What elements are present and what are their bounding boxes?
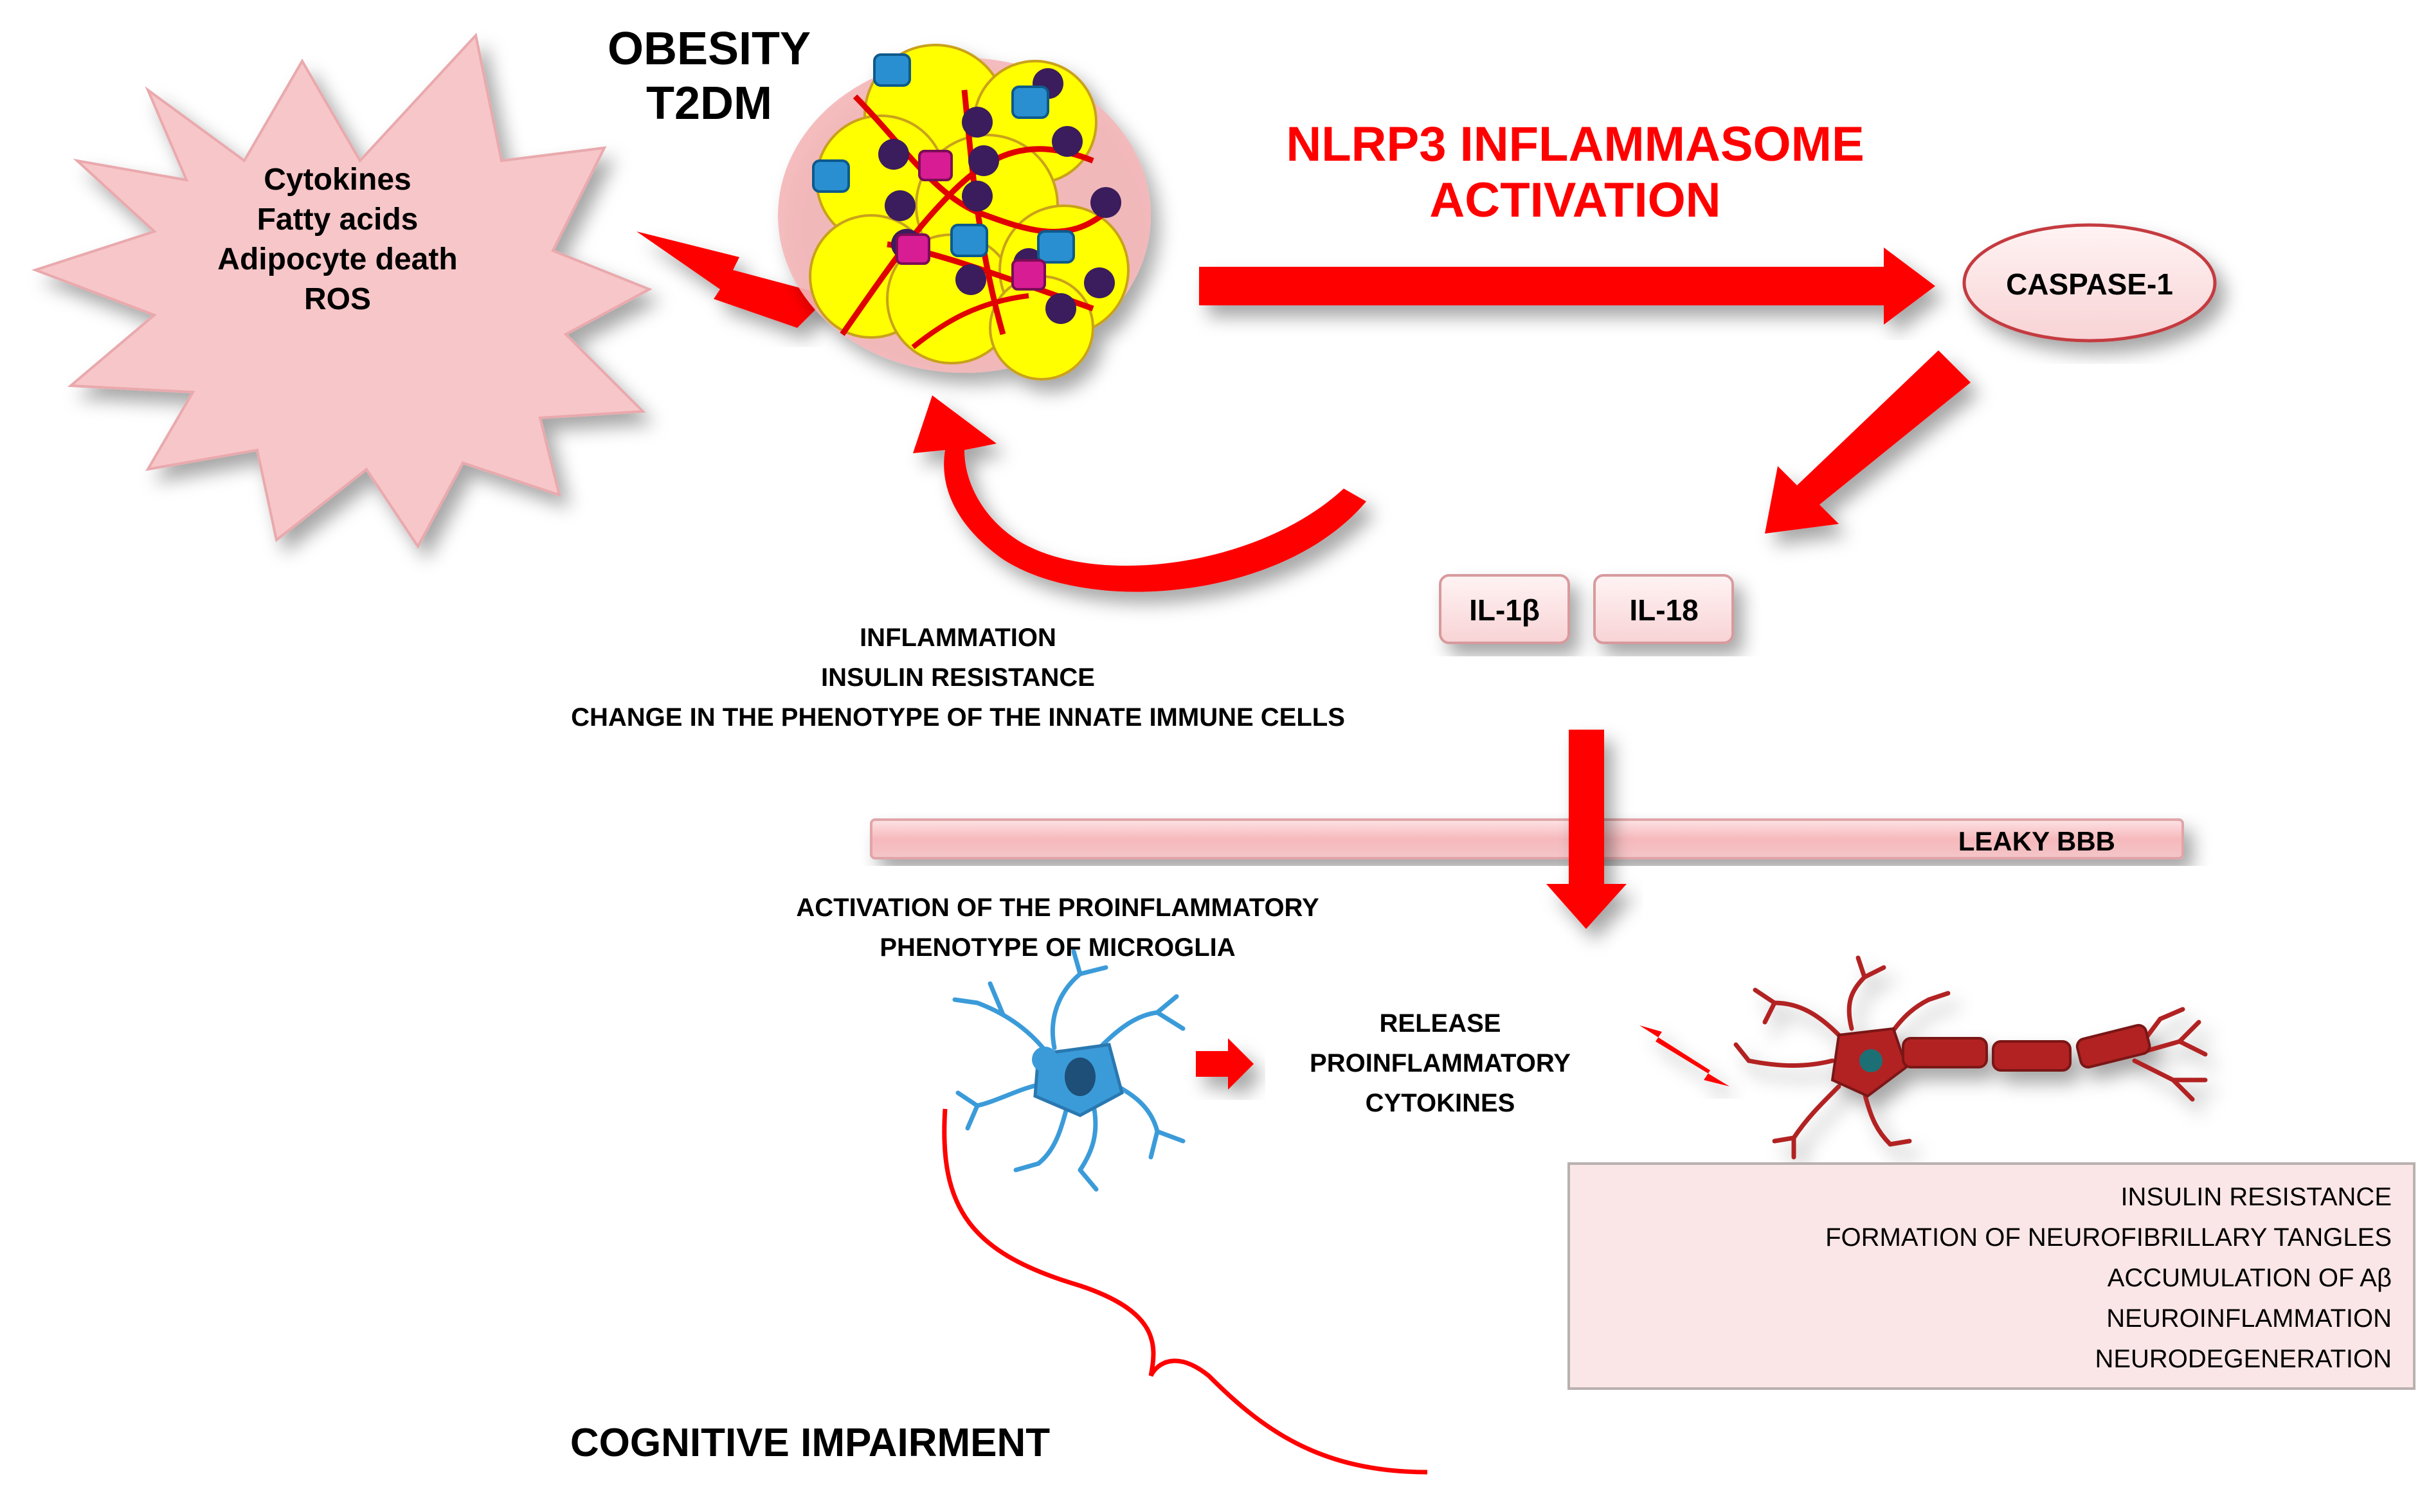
- interleukins: IL-1β IL-18: [1439, 574, 1734, 644]
- microglia-body: [1032, 1043, 1124, 1117]
- burst-item-2: Fatty acids: [257, 203, 419, 237]
- il-18-label: IL-18: [1629, 593, 1698, 627]
- adipose-tissue-cluster: [778, 44, 1151, 381]
- microglia-to-release-arrow: [1196, 1038, 1254, 1090]
- cytokine-entry-arrow: [1546, 730, 1627, 929]
- t2dm-label: T2DM: [646, 78, 772, 129]
- effect-item-1: INSULIN RESISTANCE: [2120, 1183, 2392, 1211]
- feedback-item-3: CHANGE IN THE PHENOTYPE OF THE INNATE IM…: [571, 703, 1345, 732]
- lightning-bolt-icon: [637, 231, 829, 328]
- microglia-activation-line2: PHENOTYPE OF MICROGLIA: [880, 933, 1235, 962]
- caspase-1-node: CASPASE-1: [1962, 223, 2217, 343]
- mediators-burst: Cytokines Fatty acids Adipocyte death RO…: [31, 32, 653, 549]
- caspase-1-label: CASPASE-1: [2006, 267, 2173, 301]
- neuron-lightning-icon: [1639, 1025, 1729, 1086]
- leaky-bbb-label: LEAKY BBB: [1958, 826, 2115, 856]
- release-item-2: PROINFLAMMATORY: [1310, 1049, 1571, 1077]
- release-item-1: RELEASE: [1380, 1009, 1501, 1038]
- nlrp3-title-line1: NLRP3 INFLAMMASOME: [1286, 117, 1864, 172]
- burst-item-1: Cytokines: [264, 163, 411, 197]
- nlrp3-title-line2: ACTIVATION: [1429, 173, 1720, 228]
- activation-arrow: [1199, 248, 1935, 325]
- microglia-activation-line1: ACTIVATION OF THE PROINFLAMMATORY: [796, 894, 1319, 922]
- il-1beta-label: IL-1β: [1469, 593, 1540, 627]
- neuro-effects-panel: INSULIN RESISTANCE FORMATION OF NEUROFIB…: [1567, 1162, 2415, 1390]
- cognitive-impairment-label: COGNITIVE IMPAIRMENT: [570, 1421, 1050, 1465]
- curly-brace: [942, 1108, 1428, 1475]
- leaky-bbb-bar: LEAKY BBB: [870, 818, 2184, 860]
- effect-item-5: NEURODEGENERATION: [2095, 1345, 2392, 1373]
- burst-item-4: ROS: [304, 282, 371, 316]
- burst-shape: [31, 32, 653, 549]
- feedback-item-1: INFLAMMATION: [860, 624, 1056, 652]
- effect-item-2: FORMATION OF NEUROFIBRILLARY TANGLES: [1825, 1223, 2392, 1252]
- neuron: [1733, 955, 2208, 1160]
- cleavage-arrow: [1765, 350, 1971, 534]
- microglia-cell: [952, 949, 1186, 1192]
- feedback-item-2: INSULIN RESISTANCE: [821, 663, 1095, 692]
- effect-item-3: ACCUMULATION OF Aβ: [2108, 1264, 2392, 1292]
- burst-item-3: Adipocyte death: [217, 242, 457, 276]
- effect-item-4: NEUROINFLAMMATION: [2106, 1304, 2392, 1333]
- release-item-3: CYTOKINES: [1366, 1089, 1515, 1117]
- obesity-label: OBESITY: [608, 23, 811, 75]
- feedback-arrow: [913, 395, 1366, 592]
